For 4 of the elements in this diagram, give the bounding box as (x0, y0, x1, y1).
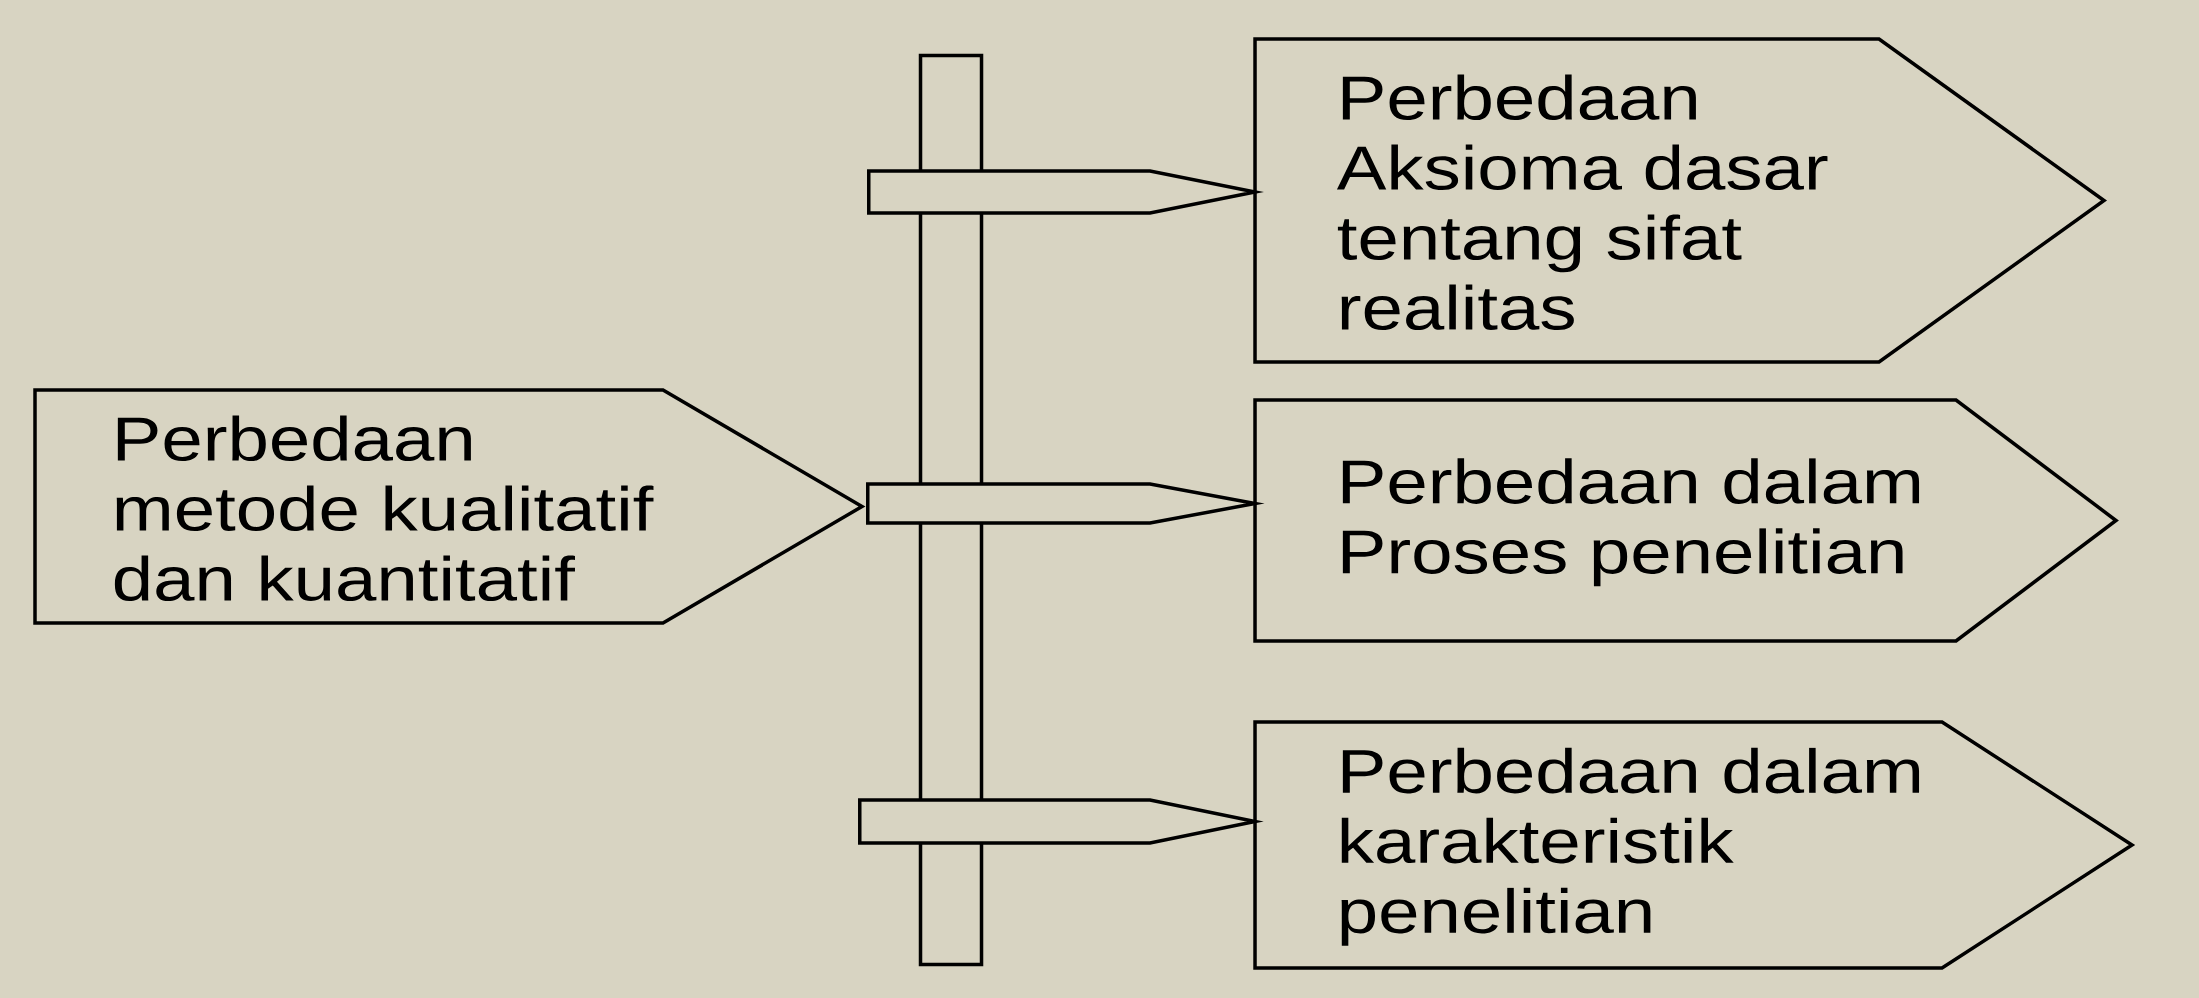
signboard: Perbedaan dalam Proses penelitian (1253, 398, 2119, 643)
signboard: Perbedaan dalam karakteristik penelitian (1253, 720, 2136, 970)
signboard: Perbedaan metode kualitatif dan kuantitatif (33, 388, 866, 625)
signboard: Perbedaan Aksioma dasar tentang sifat realitas (1253, 37, 2108, 364)
